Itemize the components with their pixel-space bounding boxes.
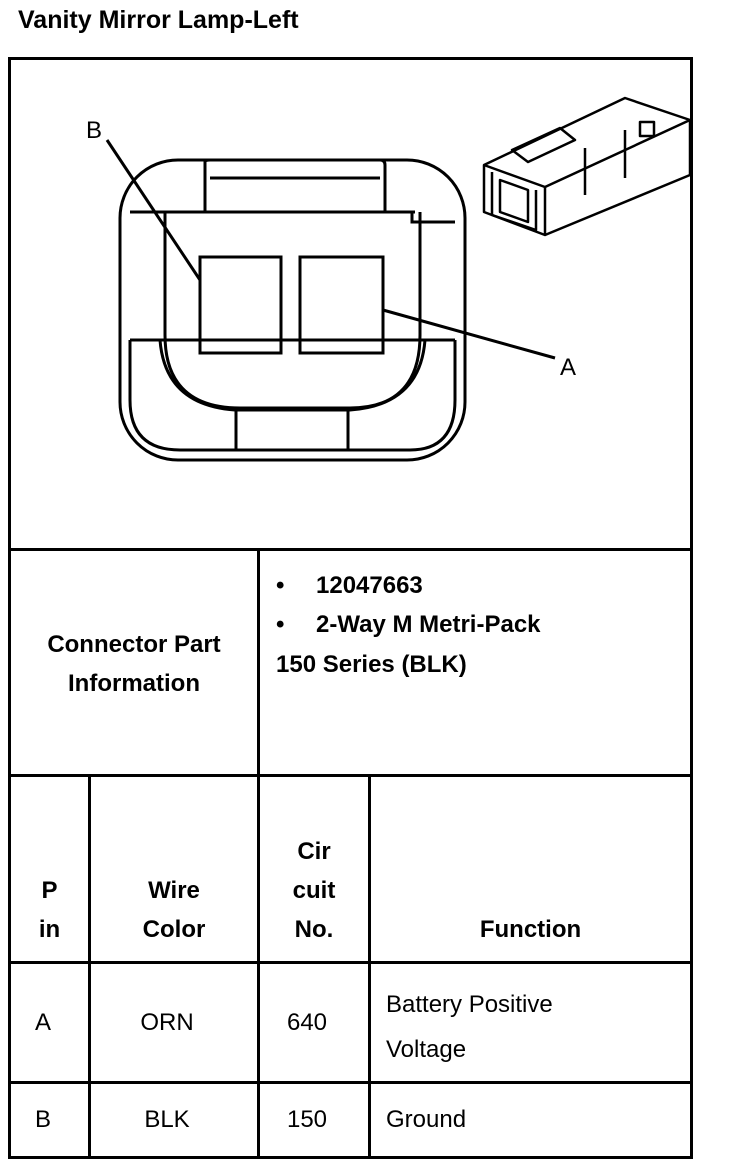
divider xyxy=(8,961,693,964)
pin-a-callout: A xyxy=(560,354,576,381)
connector-series: 150 Series (BLK) xyxy=(276,651,467,678)
divider xyxy=(8,548,693,551)
connector-info-label: Connector Part Information xyxy=(47,631,221,697)
pin-b-callout: B xyxy=(86,117,102,144)
connector-table-frame xyxy=(8,57,693,1159)
table-row-function: Battery Positive Voltage xyxy=(386,991,553,1063)
connector-type: •2-Way M Metri-Pack xyxy=(276,611,541,638)
table-row-pin: A xyxy=(34,1009,51,1036)
divider xyxy=(8,774,693,777)
part-number: •12047663 xyxy=(276,572,423,599)
table-row-wire-color: BLK xyxy=(144,1106,190,1133)
divider xyxy=(257,548,260,777)
header-pin: P in xyxy=(38,877,61,943)
table-row-pin: B xyxy=(34,1106,51,1133)
header-function: Function xyxy=(479,916,582,943)
header-wire-color: Wire Color xyxy=(142,877,206,943)
divider xyxy=(8,1081,693,1084)
divider xyxy=(368,774,371,1159)
table-row-wire-color: ORN xyxy=(140,1009,194,1036)
connector-iso-icon xyxy=(482,96,692,237)
page-title: Vanity Mirror Lamp-Left xyxy=(18,6,299,34)
connector-face-diagram: B A xyxy=(86,96,692,462)
table-row-circuit: 150 xyxy=(286,1106,328,1133)
divider xyxy=(257,774,260,1159)
header-circuit-no: Cir cuit No. xyxy=(292,838,336,943)
divider xyxy=(88,774,91,1159)
table-row-circuit: 640 xyxy=(286,1009,328,1036)
table-row-function: Ground xyxy=(386,1106,467,1133)
